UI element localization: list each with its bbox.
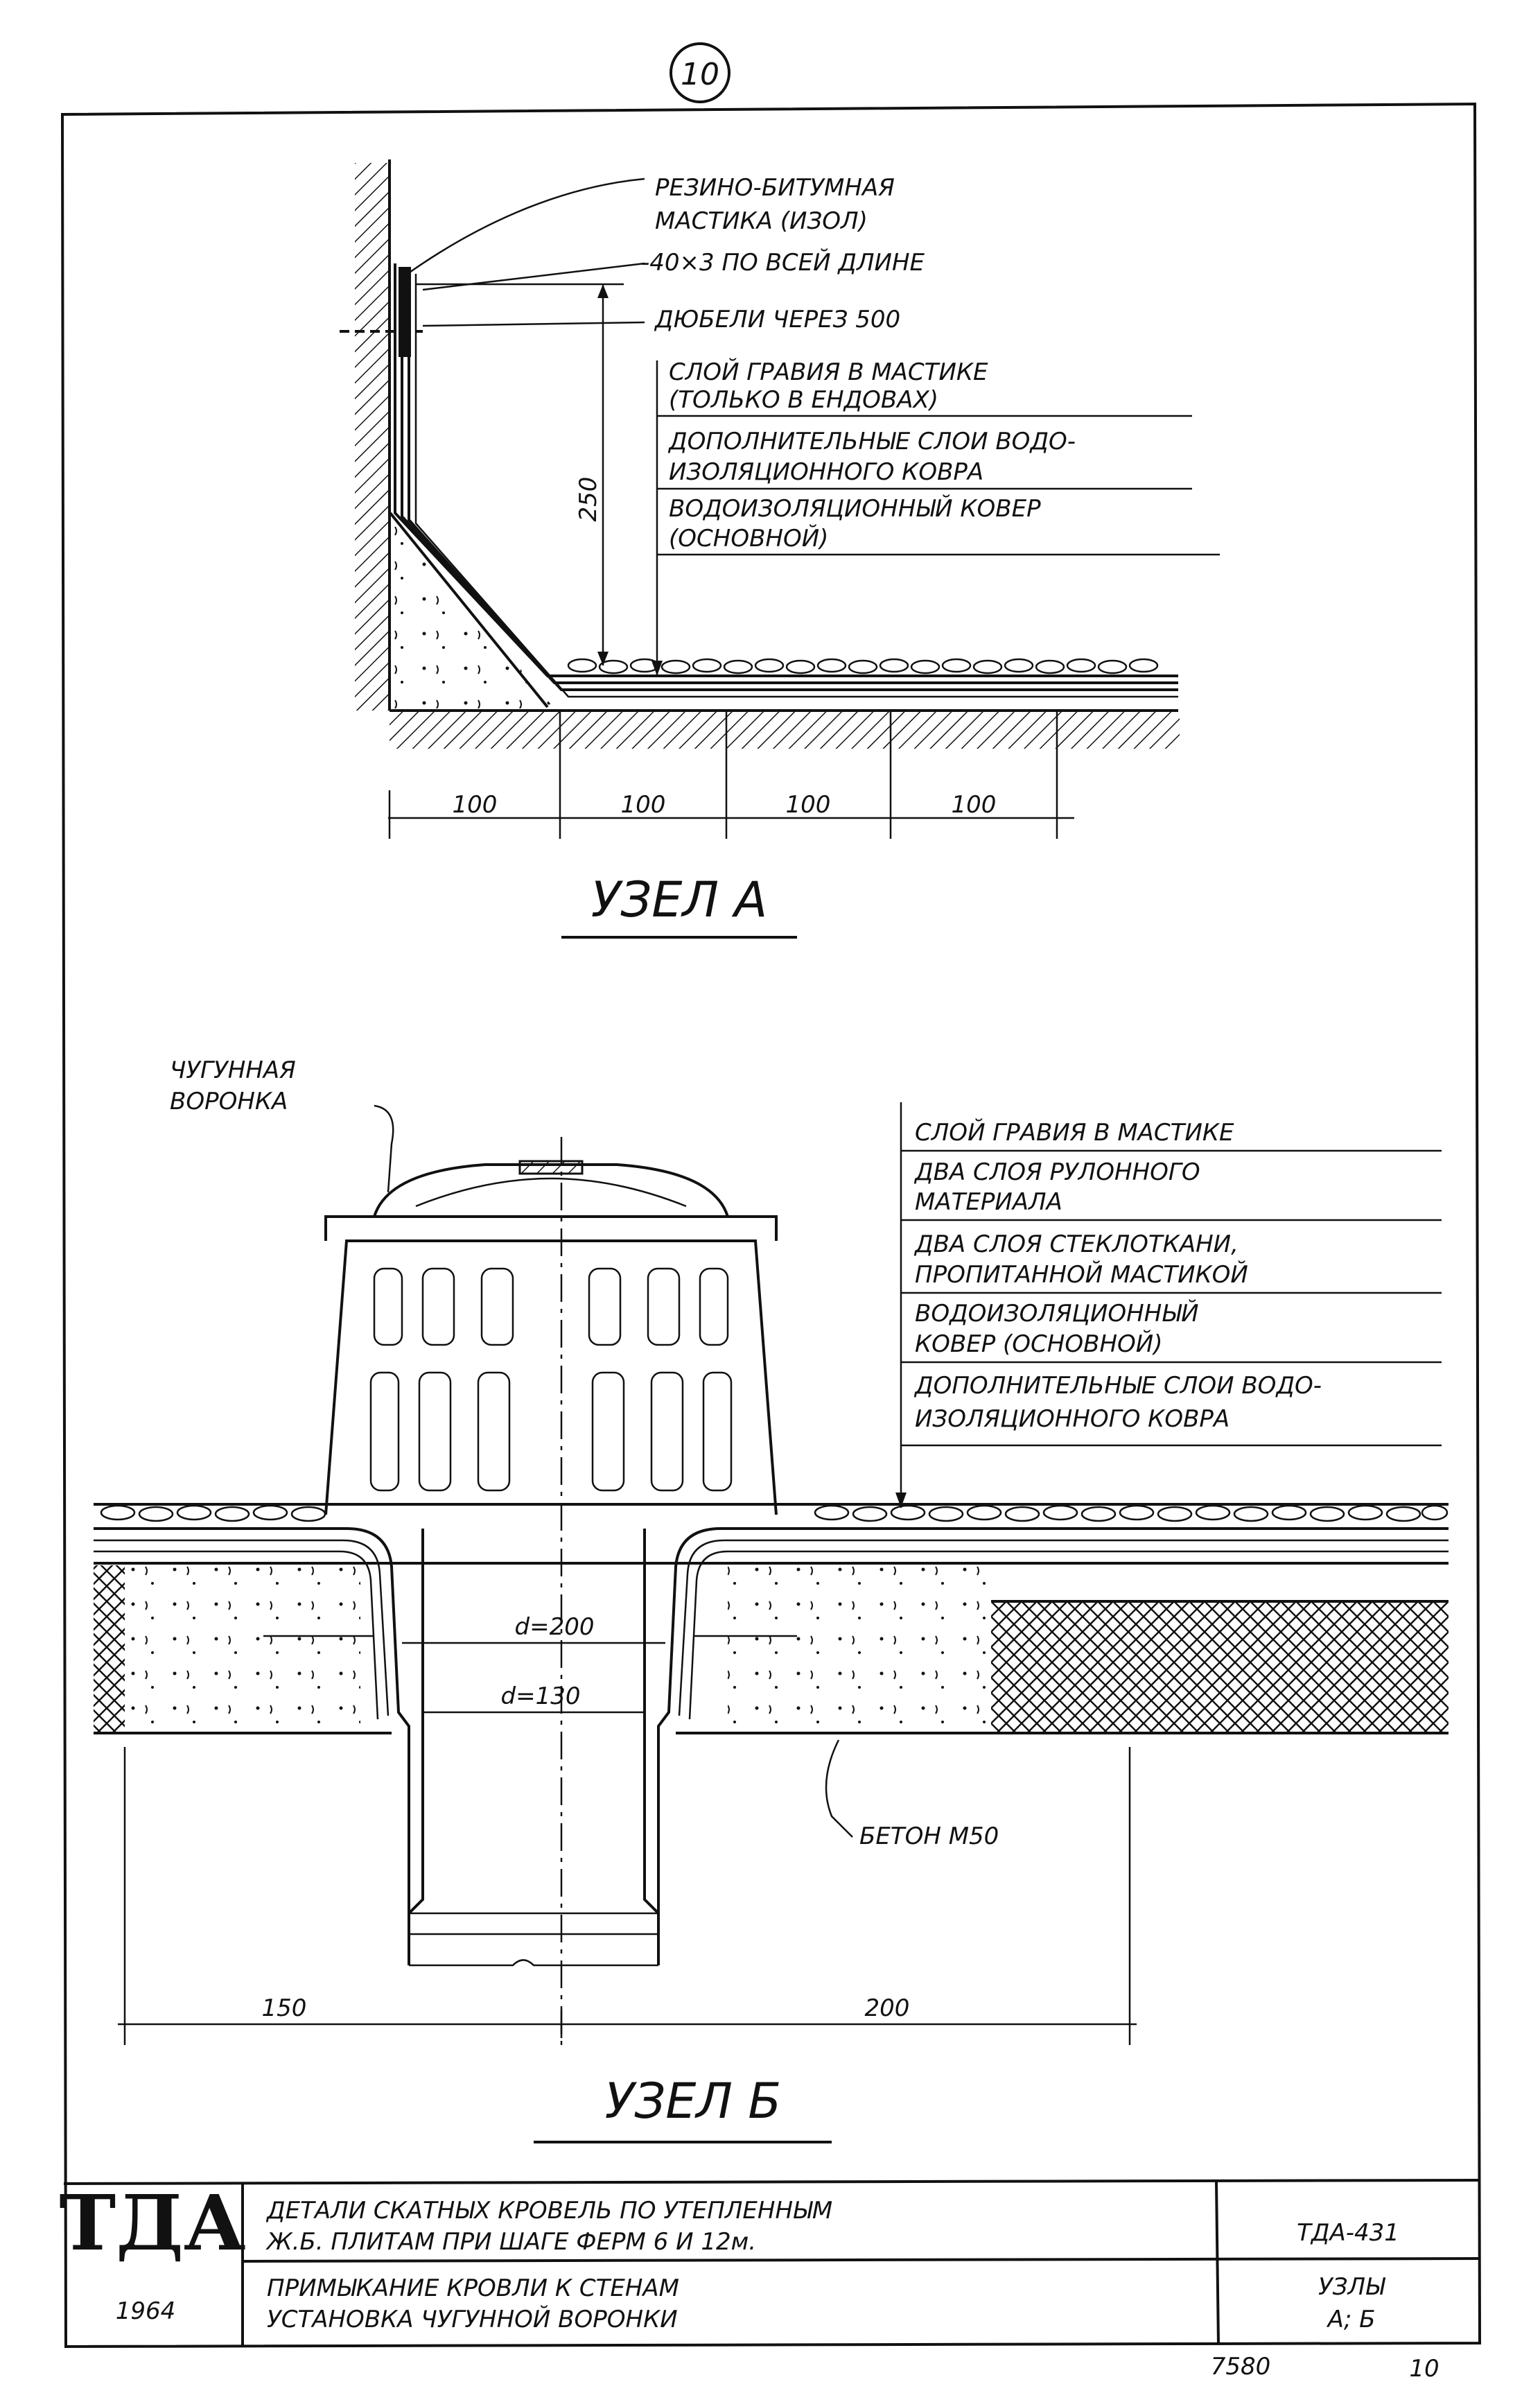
a-dim-3: 100 xyxy=(786,791,831,819)
tda-stamp: ТДА xyxy=(59,2178,245,2268)
insulation-left xyxy=(94,1565,125,1732)
footer-page: 10 xyxy=(1409,2355,1439,2383)
b-layer-2-line2: МАТЕРИАЛА xyxy=(915,1188,1062,1216)
a-layer-2-line2: ИЗОЛЯЦИОННОГО КОВРА xyxy=(669,458,983,486)
a-layer-3-line2: (ОСНОВНОЙ) xyxy=(669,524,828,553)
node-a-title: УЗЕЛ А xyxy=(591,871,768,928)
b-dim-2: 200 xyxy=(865,1994,910,2022)
a-layer-1-line1: СЛОЙ ГРАВИЯ В МАСТИКЕ xyxy=(669,358,988,386)
drawing-code: ТДА-431 xyxy=(1297,2219,1399,2247)
concrete-label: БЕТОН М50 xyxy=(859,1822,999,1850)
b-layer-5-line2: ИЗОЛЯЦИОННОГО КОВРА xyxy=(915,1405,1230,1433)
slab-left xyxy=(125,1565,360,1732)
b-dim-1: 150 xyxy=(262,1994,307,2022)
sheet-number-circle: 10 xyxy=(670,42,730,103)
sheet-number: 10 xyxy=(681,57,719,92)
nodes-line-2: А; Б xyxy=(1327,2306,1376,2333)
b-layer-4-line1: ВОДОИЗОЛЯЦИОННЫЙ xyxy=(915,1299,1199,1328)
b-layer-1-line1: СЛОЙ ГРАВИЯ В МАСТИКЕ xyxy=(915,1118,1234,1147)
b-layer-3-line2: ПРОПИТАННОЙ МАСТИКОЙ xyxy=(915,1260,1248,1289)
a-dim-2: 100 xyxy=(621,791,666,819)
gravel-layer xyxy=(567,658,1159,675)
funnel-label-2: ВОРОНКА xyxy=(170,1088,288,1115)
subtitle-line-2: УСТАНОВКА ЧУГУННОЙ ВОРОНКИ xyxy=(267,2305,678,2333)
sheet-frame xyxy=(60,102,1482,2349)
year: 1964 xyxy=(116,2297,176,2325)
nodes-line-1: УЗЛЫ xyxy=(1318,2273,1386,2301)
b-layer-3-line1: ДВА СЛОЯ СТЕКЛОТКАНИ, xyxy=(913,1230,1239,1258)
slab-hatch xyxy=(390,711,1180,749)
title-line-2: Ж.Б. ПЛИТАМ ПРИ ШАГЕ ФЕРМ 6 И 12м. xyxy=(265,2228,756,2256)
footer-number: 7580 xyxy=(1211,2353,1271,2381)
a-dim-4: 100 xyxy=(952,791,997,819)
title-block: ТДА 1964 ДЕТАЛИ СКАТНЫХ КРОВЕЛЬ ПО УТЕПЛ… xyxy=(59,2178,1479,2345)
node-a-drawing xyxy=(340,159,1220,839)
strip-label: -40×3 ПО ВСЕЙ ДЛИНЕ xyxy=(641,248,925,277)
b-layer-4-line2: КОВЕР (ОСНОВНОЙ) xyxy=(915,1330,1162,1358)
funnel-label-1: ЧУГУННАЯ xyxy=(170,1056,296,1084)
mastic-label-1: РЕЗИНО-БИТУМНАЯ xyxy=(655,174,895,202)
insulation-right xyxy=(991,1601,1449,1733)
b-layer-5-line1: ДОПОЛНИТЕЛЬНЫЕ СЛОИ ВОДО- xyxy=(913,1372,1322,1400)
subtitle-line-1: ПРИМЫКАНИЕ КРОВЛИ К СТЕНАМ xyxy=(267,2274,679,2302)
gravel-layer-b xyxy=(100,1504,1449,1522)
b-layer-2-line1: ДВА СЛОЯ РУЛОННОГО xyxy=(913,1158,1200,1186)
node-b-title: УЗЕЛ Б xyxy=(605,2073,782,2130)
funnel-slots xyxy=(369,1267,733,1492)
d-inner: d=130 xyxy=(501,1682,581,1710)
node-b-drawing xyxy=(94,1102,1449,2052)
slab-right xyxy=(728,1565,991,1732)
a-layer-3-line1: ВОДОИЗОЛЯЦИОННЫЙ КОВЕР xyxy=(669,494,1041,523)
a-dim-1: 100 xyxy=(453,791,498,819)
d-outer: d=200 xyxy=(515,1613,595,1641)
node-b-text: ЧУГУННАЯ ВОРОНКА СЛОЙ ГРАВИЯ В МАСТИКЕ Д… xyxy=(170,1056,1322,2143)
a-layer-2-line1: ДОПОЛНИТЕЛЬНЫЕ СЛОИ ВОДО- xyxy=(667,428,1076,455)
a-layer-1-line2: (ТОЛЬКО В ЕНДОВАХ) xyxy=(669,386,938,414)
dowels-label: ДЮБЕЛИ ЧЕРЕЗ 500 xyxy=(654,306,900,333)
mastic-label-2: МАСТИКА (ИЗОЛ) xyxy=(655,207,868,235)
title-line-1: ДЕТАЛИ СКАТНЫХ КРОВЕЛЬ ПО УТЕПЛЕННЫМ xyxy=(265,2197,832,2225)
height-dim-250: 250 xyxy=(575,477,602,522)
node-a-text: РЕЗИНО-БИТУМНАЯ МАСТИКА (ИЗОЛ) -40×3 ПО … xyxy=(453,174,1076,939)
wall-hatch xyxy=(355,163,390,711)
anchor-strip xyxy=(399,267,411,357)
